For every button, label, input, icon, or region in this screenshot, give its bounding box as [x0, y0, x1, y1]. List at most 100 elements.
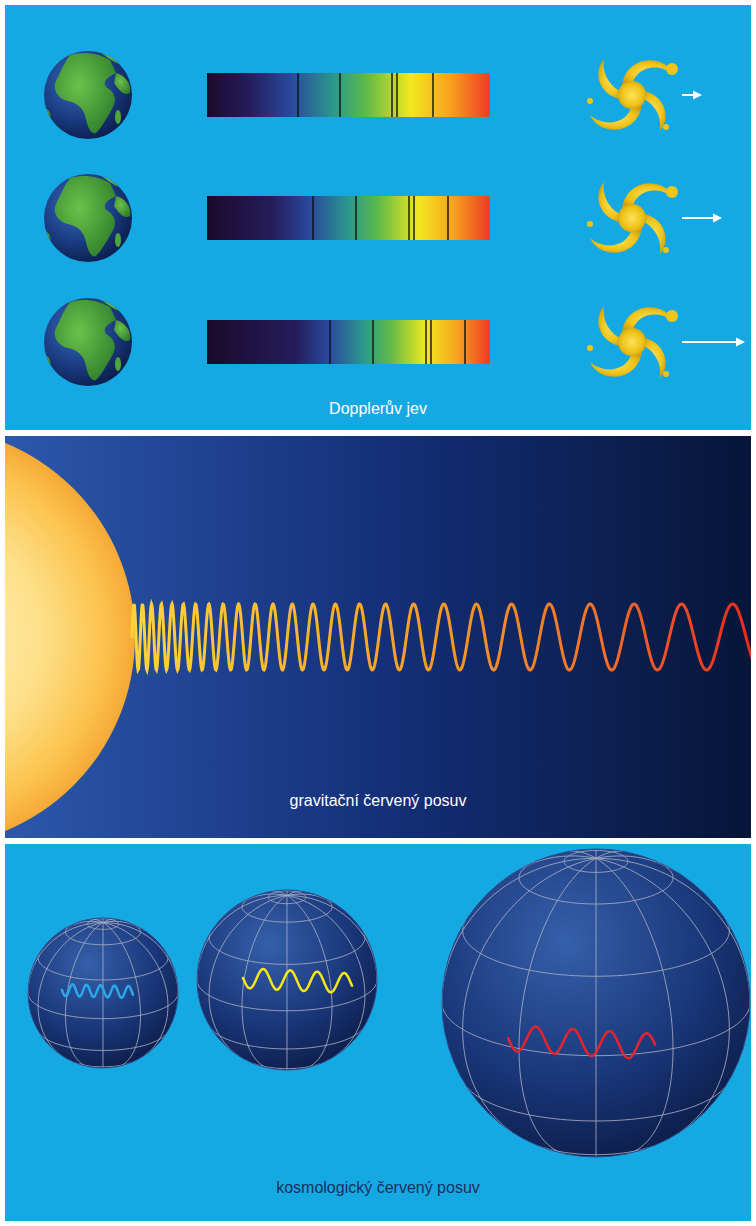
- absorption-line: [447, 196, 448, 240]
- longitude-line: [519, 858, 596, 1153]
- absorption-line: [425, 320, 426, 364]
- universe-sphere: [197, 890, 377, 1070]
- longitude-line: [596, 858, 597, 1157]
- absorption-line: [355, 196, 356, 240]
- earth-ocean: [44, 51, 132, 139]
- spectrum-gradient: [207, 196, 490, 240]
- absorption-line: [464, 320, 465, 364]
- earth-globe: [40, 51, 134, 139]
- continent: [98, 298, 134, 313]
- drawing-part: [40, 51, 134, 134]
- drawing-part: [40, 298, 134, 381]
- absorption-line: [312, 196, 313, 240]
- arrow-shaft: [682, 94, 694, 96]
- earth-ocean: [44, 298, 132, 386]
- continent: [98, 174, 134, 189]
- spectrum-bar: [207, 196, 490, 240]
- universe-sphere: [442, 849, 750, 1157]
- continent: [115, 233, 121, 247]
- light-wave: [132, 604, 751, 670]
- longitude-line: [287, 891, 303, 895]
- light-wave: [508, 1027, 655, 1059]
- galaxy-symbol: [587, 182, 678, 254]
- absorption-line: [408, 196, 409, 240]
- star-body: [5, 436, 135, 838]
- galaxy-core: [618, 328, 646, 356]
- drawing-part: [40, 174, 134, 257]
- longitude-line: [103, 923, 104, 1068]
- light-wave: [62, 984, 133, 997]
- star-dot: [666, 63, 678, 75]
- panel: kosmologický červený posuv: [5, 844, 751, 1221]
- sphere-grid: [197, 890, 377, 1070]
- arrow-head: [736, 338, 745, 347]
- galaxy-symbol: [587, 59, 678, 131]
- star-dot: [663, 371, 669, 377]
- longitude-line: [242, 895, 287, 1068]
- arrow-shaft: [682, 341, 737, 343]
- longitude-line: [287, 890, 288, 895]
- panel-caption: gravitační červený posuv: [290, 791, 467, 810]
- motion-arrow: [682, 91, 702, 100]
- continent: [55, 300, 116, 380]
- continent: [40, 232, 51, 252]
- gravity-illustration: [5, 436, 751, 838]
- continent: [55, 176, 116, 256]
- longitude-line: [287, 895, 377, 980]
- longitude-line: [596, 858, 750, 1003]
- doppler-illustration: [40, 51, 745, 386]
- spectrum-bar: [207, 320, 490, 364]
- cosmology-illustration: [28, 849, 750, 1157]
- universe-sphere: [28, 918, 178, 1068]
- continent: [55, 53, 116, 133]
- sphere-grid: [442, 849, 750, 1157]
- earth-ocean: [44, 174, 132, 262]
- absorption-line: [432, 73, 433, 117]
- arrow-head: [693, 91, 702, 100]
- absorption-line: [372, 320, 373, 364]
- star-dot: [587, 221, 593, 227]
- continent: [98, 51, 134, 66]
- galaxy-core: [618, 204, 646, 232]
- sphere-body: [28, 918, 178, 1068]
- longitude-line: [596, 858, 673, 1153]
- sphere-grid: [28, 918, 178, 1068]
- sphere-body: [197, 890, 377, 1070]
- earth-globe: [40, 298, 134, 386]
- longitude-line: [442, 858, 596, 1003]
- star-dot: [663, 247, 669, 253]
- star-dot: [666, 310, 678, 322]
- longitude-line: [103, 919, 116, 922]
- continent: [114, 196, 130, 217]
- continent: [114, 320, 130, 341]
- continent: [115, 110, 121, 124]
- sphere-rim: [197, 890, 377, 1070]
- longitude-line: [596, 856, 674, 870]
- absorption-line: [430, 320, 431, 364]
- longitude-line: [287, 895, 288, 1070]
- star-dot: [663, 124, 669, 130]
- longitude-line: [197, 895, 287, 980]
- panel-caption: kosmologický červený posuv: [276, 1178, 480, 1197]
- continent: [40, 356, 51, 376]
- absorption-line: [413, 196, 414, 240]
- motion-arrow: [682, 214, 722, 223]
- continent: [114, 73, 130, 94]
- spectrum-gradient: [207, 73, 490, 117]
- arrow-head: [713, 214, 722, 223]
- sphere-rim: [28, 918, 178, 1068]
- absorption-line: [297, 73, 298, 117]
- earth-globe: [40, 174, 134, 262]
- absorption-line: [329, 320, 330, 364]
- panel-ground: [5, 5, 751, 430]
- longitude-line: [66, 923, 104, 1067]
- star-dot: [666, 186, 678, 198]
- spectrum-bar: [207, 73, 490, 117]
- galaxy-symbol: [587, 306, 678, 378]
- spectrum-gradient: [207, 320, 490, 364]
- panel: Dopplerův jev: [5, 5, 751, 430]
- panel: gravitační červený posuv: [5, 436, 751, 838]
